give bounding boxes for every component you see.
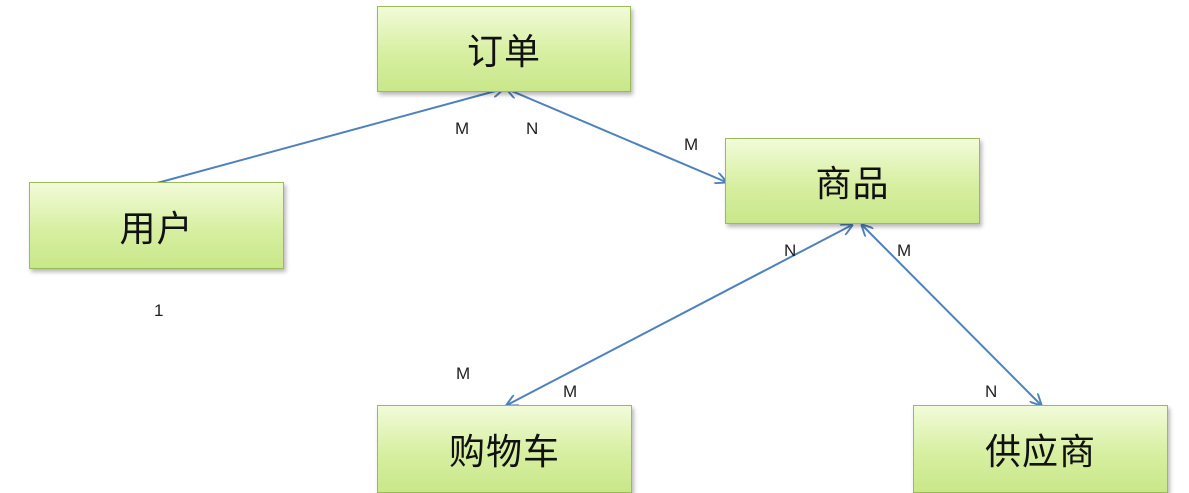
entity-product[interactable]: 商品 (725, 138, 980, 224)
entity-cart-label: 购物车 (448, 432, 560, 473)
entity-user-label: 用户 (119, 208, 194, 250)
edge-order-product (507, 89, 726, 182)
cardinality-cart-m: M (563, 382, 578, 401)
edge-product-supplier (862, 225, 1041, 405)
cardinality-supplier-n: N (985, 382, 998, 401)
entity-order-label: 订单 (466, 32, 541, 73)
entity-cart[interactable]: 购物车 (377, 405, 632, 493)
cardinality-order-product-n: N (526, 119, 539, 138)
edge-user-order (156, 89, 503, 184)
entity-supplier[interactable]: 供应商 (913, 405, 1168, 493)
entity-user[interactable]: 用户 (29, 182, 284, 269)
entity-order[interactable]: 订单 (377, 6, 631, 92)
entity-supplier-label: 供应商 (984, 432, 1096, 473)
cardinality-product-supplier-m: M (897, 241, 912, 260)
cardinality-user-order-m: M (455, 119, 470, 138)
cardinality-product-cart-n: N (784, 241, 797, 260)
cardinality-user-one: 1 (154, 301, 164, 320)
edge-product-cart (507, 225, 852, 405)
cardinality-cart-m-outer: M (456, 364, 471, 383)
entity-product-label: 商品 (815, 164, 890, 205)
cardinality-order-product-m: M (684, 135, 699, 154)
